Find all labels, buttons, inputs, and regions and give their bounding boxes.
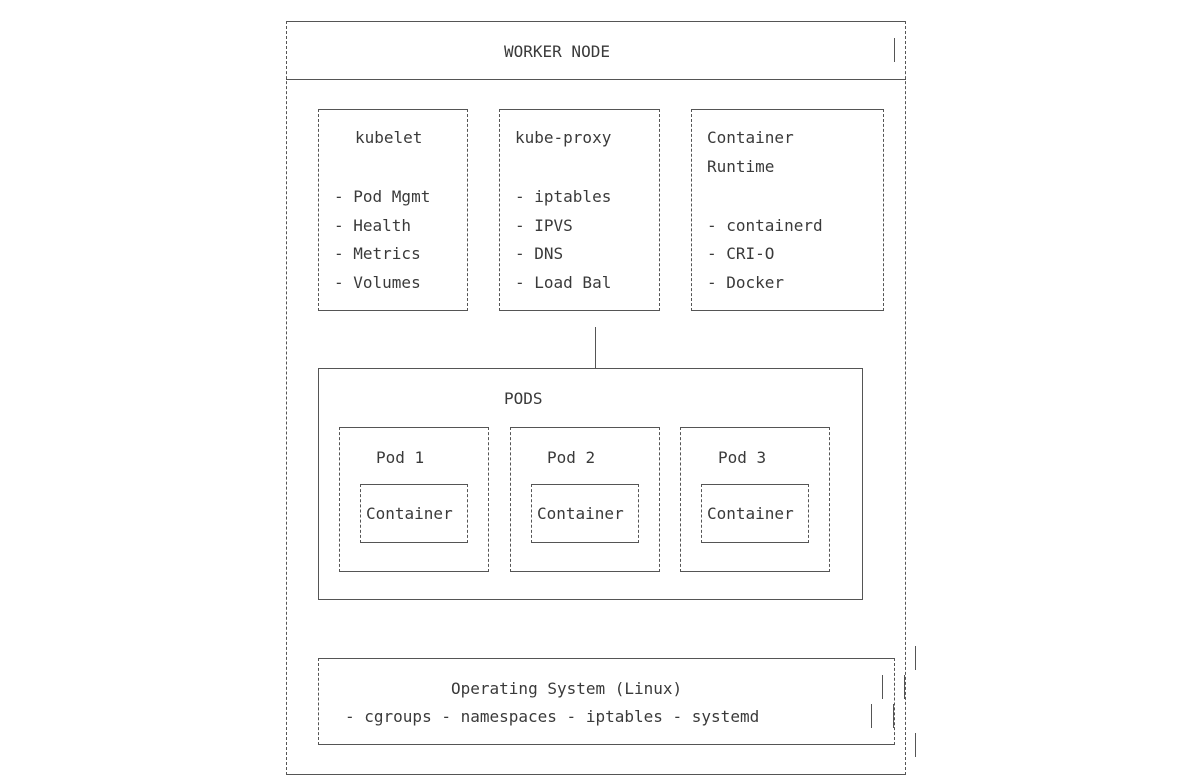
header-edge-mark bbox=[894, 38, 895, 62]
os-features: - cgroups - namespaces - iptables - syst… bbox=[345, 707, 760, 726]
container-runtime-item: - containerd bbox=[707, 216, 823, 235]
kubelet-item: - Metrics bbox=[334, 244, 421, 263]
pod-box bbox=[510, 427, 660, 572]
os-title: Operating System (Linux) bbox=[451, 679, 683, 698]
kubelet-item: - Volumes bbox=[334, 273, 421, 292]
container-runtime-box bbox=[691, 109, 884, 311]
kube-proxy-title: kube-proxy bbox=[515, 128, 612, 147]
pod-name: Pod 3 bbox=[718, 448, 767, 467]
container-box bbox=[360, 484, 468, 543]
kubelet-item: - Pod Mgmt bbox=[334, 187, 431, 206]
container-runtime-title: Runtime bbox=[707, 157, 775, 176]
container-runtime-item: - Docker bbox=[707, 273, 785, 292]
pod-box bbox=[680, 427, 830, 572]
container-label: Container bbox=[366, 504, 453, 523]
kube-proxy-item: - DNS bbox=[515, 244, 564, 263]
edge-mark bbox=[893, 704, 894, 728]
kube-proxy-item: - iptables bbox=[515, 187, 612, 206]
worker-node-header-divider bbox=[286, 79, 906, 80]
connector-line bbox=[595, 327, 596, 368]
edge-mark bbox=[904, 675, 905, 699]
os-box bbox=[318, 658, 895, 745]
worker-node-frame bbox=[286, 21, 906, 775]
container-box bbox=[531, 484, 639, 543]
container-label: Container bbox=[707, 504, 794, 523]
kube-proxy-box bbox=[499, 109, 660, 311]
kube-proxy-item: - IPVS bbox=[515, 216, 573, 235]
edge-mark bbox=[871, 704, 872, 728]
edge-mark bbox=[915, 733, 916, 757]
kubelet-item: - Health bbox=[334, 216, 412, 235]
pods-box bbox=[318, 368, 863, 600]
container-box bbox=[701, 484, 809, 543]
container-runtime-item: - CRI-O bbox=[707, 244, 775, 263]
pod-box bbox=[339, 427, 489, 572]
pod-name: Pod 2 bbox=[547, 448, 596, 467]
kubelet-title: kubelet bbox=[355, 128, 423, 147]
container-runtime-title: Container bbox=[707, 128, 794, 147]
edge-mark bbox=[915, 646, 916, 670]
kube-proxy-item: - Load Bal bbox=[515, 273, 612, 292]
worker-node-title: WORKER NODE bbox=[504, 42, 610, 61]
pod-name: Pod 1 bbox=[376, 448, 425, 467]
kubelet-box bbox=[318, 109, 468, 311]
edge-mark bbox=[882, 675, 883, 699]
pods-title: PODS bbox=[504, 389, 543, 408]
container-label: Container bbox=[537, 504, 624, 523]
